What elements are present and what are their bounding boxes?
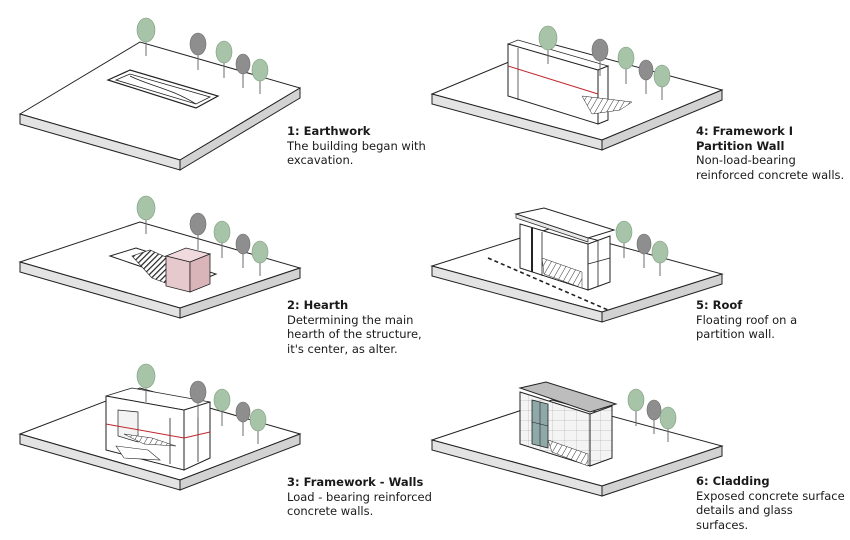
step-title: 6: Cladding <box>696 474 770 488</box>
caption-step-2: 2: Hearth Determining the main hearth of… <box>287 298 437 356</box>
trees-5 <box>615 220 669 276</box>
tree-icon <box>251 240 269 276</box>
stage-2-hearth <box>18 221 302 319</box>
step-description: Load - bearing reinforced concrete walls… <box>287 489 432 519</box>
step-title: 4: Framework I Partition Wall <box>696 124 794 153</box>
stage-3-framework-walls <box>18 387 302 491</box>
clad-building <box>518 381 618 467</box>
tree-icon <box>651 240 669 276</box>
tree-icon <box>638 59 654 94</box>
step-title: 1: Earthwork <box>287 124 371 138</box>
caption-step-5: 5: Roof Floating roof on a partition wal… <box>696 298 846 342</box>
tree-icon <box>636 233 652 268</box>
tree-icon <box>213 220 231 258</box>
structure-walls <box>519 223 611 291</box>
partition-walls <box>506 39 633 125</box>
step-description: The building began with excavation. <box>287 138 426 168</box>
tree-icon <box>615 220 633 258</box>
stage-6-cladding <box>430 381 724 497</box>
stage-5-roof <box>430 207 724 323</box>
floating-roof <box>514 207 616 243</box>
trees-3 <box>136 363 267 444</box>
tree-icon <box>215 40 233 78</box>
step-title: 2: Hearth <box>287 298 349 312</box>
tree-icon <box>189 32 207 70</box>
excavation-pit <box>106 69 220 109</box>
step-description: Determining the main hearth of the struc… <box>287 312 422 356</box>
wall-frame <box>105 387 211 471</box>
tree-icon <box>538 25 558 64</box>
hearth-block <box>164 247 212 293</box>
trees-1 <box>136 17 269 94</box>
caption-step-6: 6: Cladding Exposed concrete surface det… <box>696 474 846 532</box>
tree-icon <box>591 38 609 76</box>
tree-icon <box>235 233 251 268</box>
tree-icon <box>617 46 635 84</box>
trees-6 <box>627 388 677 442</box>
tree-icon <box>249 408 267 444</box>
tree-icon <box>189 212 207 250</box>
step-title: 3: Framework - Walls <box>287 475 424 489</box>
caption-step-1: 1: Earthwork The building began with exc… <box>287 124 437 168</box>
trees-4 <box>538 25 671 100</box>
tree-icon <box>213 388 231 426</box>
tree-icon <box>251 58 269 94</box>
tree-icon <box>659 406 677 442</box>
step-title: 5: Roof <box>696 298 743 312</box>
tree-icon <box>136 363 156 402</box>
caption-step-3: 3: Framework - Walls Load - bearing rein… <box>287 475 437 519</box>
step-description: Non-load-bearing reinforced concrete wal… <box>696 153 845 182</box>
tree-icon <box>189 380 207 418</box>
tree-icon <box>627 388 645 426</box>
caption-step-4: 4: Framework I Partition Wall Non-load-b… <box>696 124 846 182</box>
tree-icon <box>646 399 662 434</box>
stage-1-earthwork <box>18 41 302 171</box>
stage-4-partition-wall <box>430 39 724 151</box>
step-description: Floating roof on a partition wall. <box>696 312 798 342</box>
dashed-boundary-line <box>487 257 609 311</box>
tree-icon <box>136 17 156 56</box>
tree-icon <box>136 195 156 234</box>
tree-icon <box>235 53 251 88</box>
step-description: Exposed concrete surface details and gla… <box>696 488 845 532</box>
tree-icon <box>653 64 671 100</box>
tree-icon <box>235 401 251 436</box>
platform <box>18 41 302 171</box>
trees-2 <box>136 195 269 276</box>
